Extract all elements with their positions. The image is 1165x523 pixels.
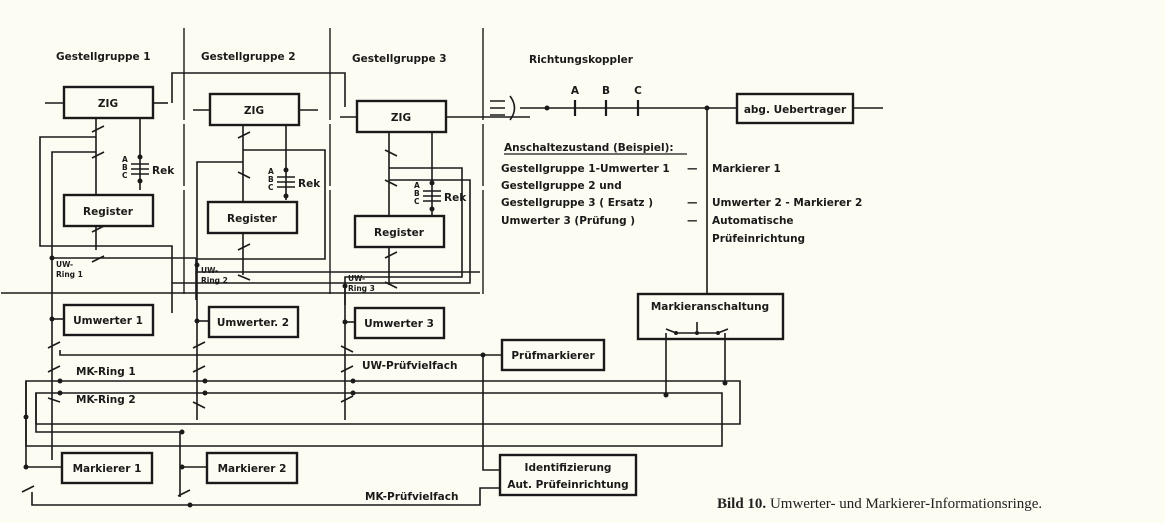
- rek-1-c: C: [122, 171, 128, 180]
- rek-2-a: A: [268, 167, 274, 176]
- state-heading: Anschaltezustand (Beispiel):: [504, 142, 674, 154]
- uw-ring-1-label-b: Ring 1: [56, 270, 83, 279]
- rek-3-c: C: [414, 197, 420, 206]
- rek-3-label: Rek: [444, 192, 467, 204]
- pruefmarkierer-box[interactable]: [500, 338, 606, 372]
- register-2-label: Register: [227, 213, 278, 225]
- uw-ring-wiring: [39, 72, 480, 313]
- state-row-1-dash: —: [687, 163, 698, 175]
- rek-3-a: A: [414, 181, 420, 190]
- markierer-row: Markierer 1 Markierer 2 MK-Prüfvielfach …: [21, 451, 638, 508]
- zig-3-box[interactable]: [355, 99, 448, 134]
- state-row-3-right: Umwerter 2 - Markierer 2: [712, 197, 862, 209]
- markierer-2-box[interactable]: [205, 451, 299, 485]
- identifizierung-box[interactable]: [498, 453, 638, 497]
- umwerter-2-box[interactable]: [207, 305, 300, 339]
- zig-3-label: ZIG: [391, 112, 411, 124]
- umwerter-1-label: Umwerter 1: [73, 315, 143, 327]
- markieranschaltung-box[interactable]: [636, 292, 785, 341]
- markierer-1-label: Markierer 1: [73, 463, 142, 475]
- pruefmarkierer-label: Prüfmarkierer: [511, 350, 595, 362]
- tap-c: C: [634, 85, 642, 97]
- state-legend: Anschaltezustand (Beispiel): Gestellgrup…: [501, 142, 862, 245]
- zig-2-box[interactable]: [208, 92, 301, 127]
- rek-1-a: A: [122, 155, 128, 164]
- rek-2-c: C: [268, 183, 274, 192]
- state-row-5-right: Prüfeinrichtung: [712, 233, 805, 245]
- identifizierung-label-2: Aut. Prüfeinrichtung: [507, 479, 628, 491]
- rek-2-label: Rek: [298, 178, 321, 190]
- mk-ring-1-label: MK-Ring 1: [76, 366, 136, 378]
- state-row-1-right: Markierer 1: [712, 163, 781, 175]
- state-row-3-dash: —: [687, 197, 698, 209]
- abg-uebertrager-box[interactable]: [735, 92, 855, 125]
- register-2-box[interactable]: [206, 200, 299, 235]
- uw-ring-3-label-b: Ring 3: [348, 284, 375, 293]
- uw-ring-2-label-b: Ring 2: [201, 276, 228, 285]
- register-1-label: Register: [83, 206, 134, 218]
- tap-b: B: [602, 85, 610, 97]
- uw-pruefvielfach-label: UW-Prüfvielfach: [362, 360, 457, 372]
- register-3-label: Register: [374, 227, 425, 239]
- identifizierung-label-1: Identifizierung: [525, 462, 612, 474]
- mk-rings: MK-Ring 1 MK-Ring 2: [23, 366, 741, 497]
- mk-pruefvielfach-bus: [31, 487, 500, 506]
- rek-3-b: B: [414, 189, 420, 198]
- state-row-1-left: Gestellgruppe 1-Umwerter 1: [501, 163, 670, 175]
- rek-1-label: Rek: [152, 165, 175, 177]
- umwerter-row: Umwerter 1 Umwerter. 2 Umwerter 3: [47, 258, 446, 460]
- zig-2-label: ZIG: [244, 105, 264, 117]
- coupler-title: Richtungskoppler: [529, 54, 634, 66]
- uw-ring-2-label-a: UW-: [201, 266, 218, 275]
- figure-caption: Bild 10. Umwerter- und Markierer-Informa…: [717, 496, 1042, 513]
- state-row-2-left: Gestellgruppe 2 und: [501, 180, 622, 192]
- state-row-4-dash: —: [687, 215, 698, 227]
- mk-pruefvielfach-label: MK-Prüfvielfach: [365, 491, 458, 503]
- caption-label: Bild 10.: [717, 496, 767, 512]
- group-1: ZIG A B C Rek Register UW- Ring 1: [45, 85, 175, 279]
- register-3-box[interactable]: [353, 214, 446, 249]
- state-row-4-left: Umwerter 3 (Prüfung ): [501, 215, 635, 227]
- markieranschaltung: Markieranschaltung: [636, 292, 785, 395]
- uw-ring-3-label-a: UW-: [348, 274, 365, 283]
- state-row-4-right: Automatische: [712, 215, 794, 227]
- register-1-box[interactable]: [62, 193, 155, 228]
- group-3-title: Gestellgruppe 3: [352, 53, 447, 65]
- richtungskoppler: Richtungskoppler A B C abg. Uebertrager: [490, 54, 883, 294]
- umwerter-2-label: Umwerter. 2: [217, 317, 289, 329]
- umwerter-3-label: Umwerter 3: [364, 318, 434, 330]
- abg-uebertrager-label: abg. Uebertrager: [744, 104, 847, 116]
- state-row-3-left: Gestellgruppe 3 ( Ersatz ): [501, 197, 653, 209]
- rek-2-b: B: [268, 175, 274, 184]
- pruef-to-ident: [482, 355, 500, 471]
- rek-1-b: B: [122, 163, 128, 172]
- tap-a: A: [571, 85, 580, 97]
- umwerter-1-box[interactable]: [62, 303, 155, 337]
- markierer-2-label: Markierer 2: [218, 463, 287, 475]
- group-separators: [1, 28, 484, 294]
- markierer-1-box[interactable]: [60, 451, 154, 485]
- umwerter-3-box[interactable]: [353, 306, 446, 340]
- group-2-title: Gestellgruppe 2: [201, 51, 296, 63]
- uw-ring-1-label-a: UW-: [56, 260, 73, 269]
- zig-1-box[interactable]: [62, 85, 155, 120]
- group-3: ZIG A B C Rek Register UW- Ring 3: [340, 99, 530, 293]
- group-1-title: Gestellgruppe 1: [56, 51, 151, 63]
- uw-pruefvielfach-bus: [59, 350, 483, 356]
- zig-1-label: ZIG: [98, 98, 118, 110]
- markieranschaltung-label: Markieranschaltung: [651, 301, 769, 313]
- group-2: ZIG A B C Rek Register UW- Ring 2: [193, 92, 321, 285]
- caption-text: Umwerter- und Markierer-Informationsring…: [766, 496, 1043, 512]
- mk-ring-2-label: MK-Ring 2: [76, 394, 136, 406]
